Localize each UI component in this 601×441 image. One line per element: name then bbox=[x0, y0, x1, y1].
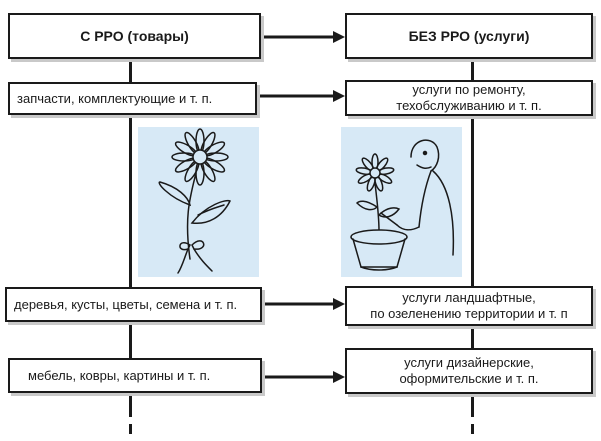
right-item-design-services: услуги дизайнерские, оформительские и т.… bbox=[345, 348, 593, 394]
right-dash-2 bbox=[471, 424, 474, 434]
flower-with-bow-icon bbox=[158, 128, 232, 274]
right-item-repair-line-2: техобслуживанию и т. п. bbox=[396, 98, 542, 113]
arrow-row-2 bbox=[262, 298, 345, 310]
right-item-landscaping-line-1: услуги ландшафтные, bbox=[402, 290, 536, 305]
arrow-header bbox=[262, 31, 345, 43]
right-item-landscaping-services: услуги ландшафтные, по озеленению террит… bbox=[345, 286, 593, 326]
right-column-header: БЕЗ РРО (услуги) bbox=[345, 13, 593, 59]
right-item-landscaping-line-2: по озеленению территории и т. п bbox=[370, 306, 568, 321]
left-item-spare-parts: запчасти, комплектующие и т. п. bbox=[8, 82, 257, 115]
left-dash-1 bbox=[129, 407, 132, 417]
gardener-illustration-panel bbox=[341, 127, 462, 277]
right-item-repair-services: услуги по ремонту, техобслуживанию и т. … bbox=[345, 80, 593, 116]
left-dash-2 bbox=[129, 424, 132, 434]
right-item-design-line-2: оформительские и т. п. bbox=[399, 371, 539, 386]
left-timeline-line bbox=[129, 38, 132, 410]
right-item-design-line-1: услуги дизайнерские, bbox=[404, 355, 534, 370]
right-item-repair-line-1: услуги по ремонту, bbox=[412, 82, 526, 97]
right-timeline-line bbox=[471, 38, 474, 410]
left-column-header: С РРО (товары) bbox=[8, 13, 261, 59]
left-item-plants: деревья, кусты, цветы, семена и т. п. bbox=[5, 287, 262, 322]
arrow-row-1 bbox=[257, 90, 345, 102]
left-item-furniture: мебель, ковры, картины и т. п. bbox=[8, 358, 262, 393]
gardener-watering-potted-flower-icon bbox=[350, 139, 455, 271]
arrow-row-3 bbox=[262, 371, 345, 383]
flower-illustration-panel bbox=[138, 127, 259, 277]
right-dash-1 bbox=[471, 407, 474, 417]
